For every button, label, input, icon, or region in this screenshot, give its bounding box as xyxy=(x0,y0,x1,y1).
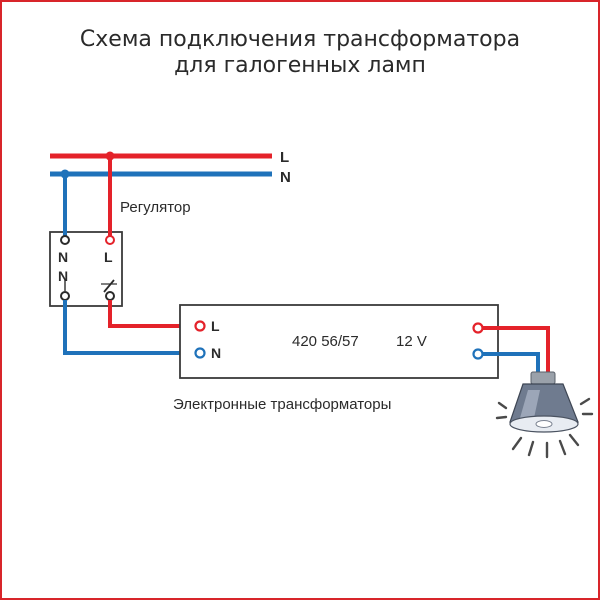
regulator-terminal-n-top xyxy=(60,235,70,245)
regulator-terminal-switch xyxy=(105,291,115,301)
halogen-lamp-icon xyxy=(495,371,594,459)
regulator-to-transformer-live xyxy=(108,300,196,328)
transformer-input-l-terminal xyxy=(194,320,206,332)
title-line-1: Схема подключения трансформатора xyxy=(79,27,521,52)
regulator-label-l: L xyxy=(104,249,113,265)
regulator-terminal-n-bottom xyxy=(60,291,70,301)
dimmer-switch-icon xyxy=(101,279,117,293)
transformer-input-n-terminal xyxy=(194,347,206,359)
transformer-box xyxy=(179,304,499,379)
output-neutral-wire xyxy=(483,352,540,376)
regulator-label-n-top: N xyxy=(58,249,68,265)
transformer-model: 420 56/57 xyxy=(292,333,359,350)
transformer-output-2-terminal xyxy=(472,348,484,360)
mains-live-label: L xyxy=(280,149,289,166)
transformer-input-l-label: L xyxy=(211,318,220,334)
regulator-label: Регулятор xyxy=(120,199,191,216)
mains-neutral-label: N xyxy=(280,169,291,186)
page-title: Схема подключения трансформатора для гал… xyxy=(0,27,600,79)
output-live-wire xyxy=(483,326,550,376)
regulator-terminal-l-top xyxy=(105,235,115,245)
transformer-caption: Электронные трансформаторы xyxy=(173,396,391,413)
transformer-output-1-terminal xyxy=(472,322,484,334)
transformer-voltage: 12 V xyxy=(396,333,427,350)
title-line-2: для галогенных ламп xyxy=(174,53,426,78)
regulator-label-n-bottom: N xyxy=(58,268,68,284)
junction-neutral xyxy=(60,169,70,179)
transformer-input-n-label: N xyxy=(211,345,221,361)
junction-live xyxy=(105,151,115,161)
regulator-to-transformer-neutral xyxy=(63,300,196,355)
